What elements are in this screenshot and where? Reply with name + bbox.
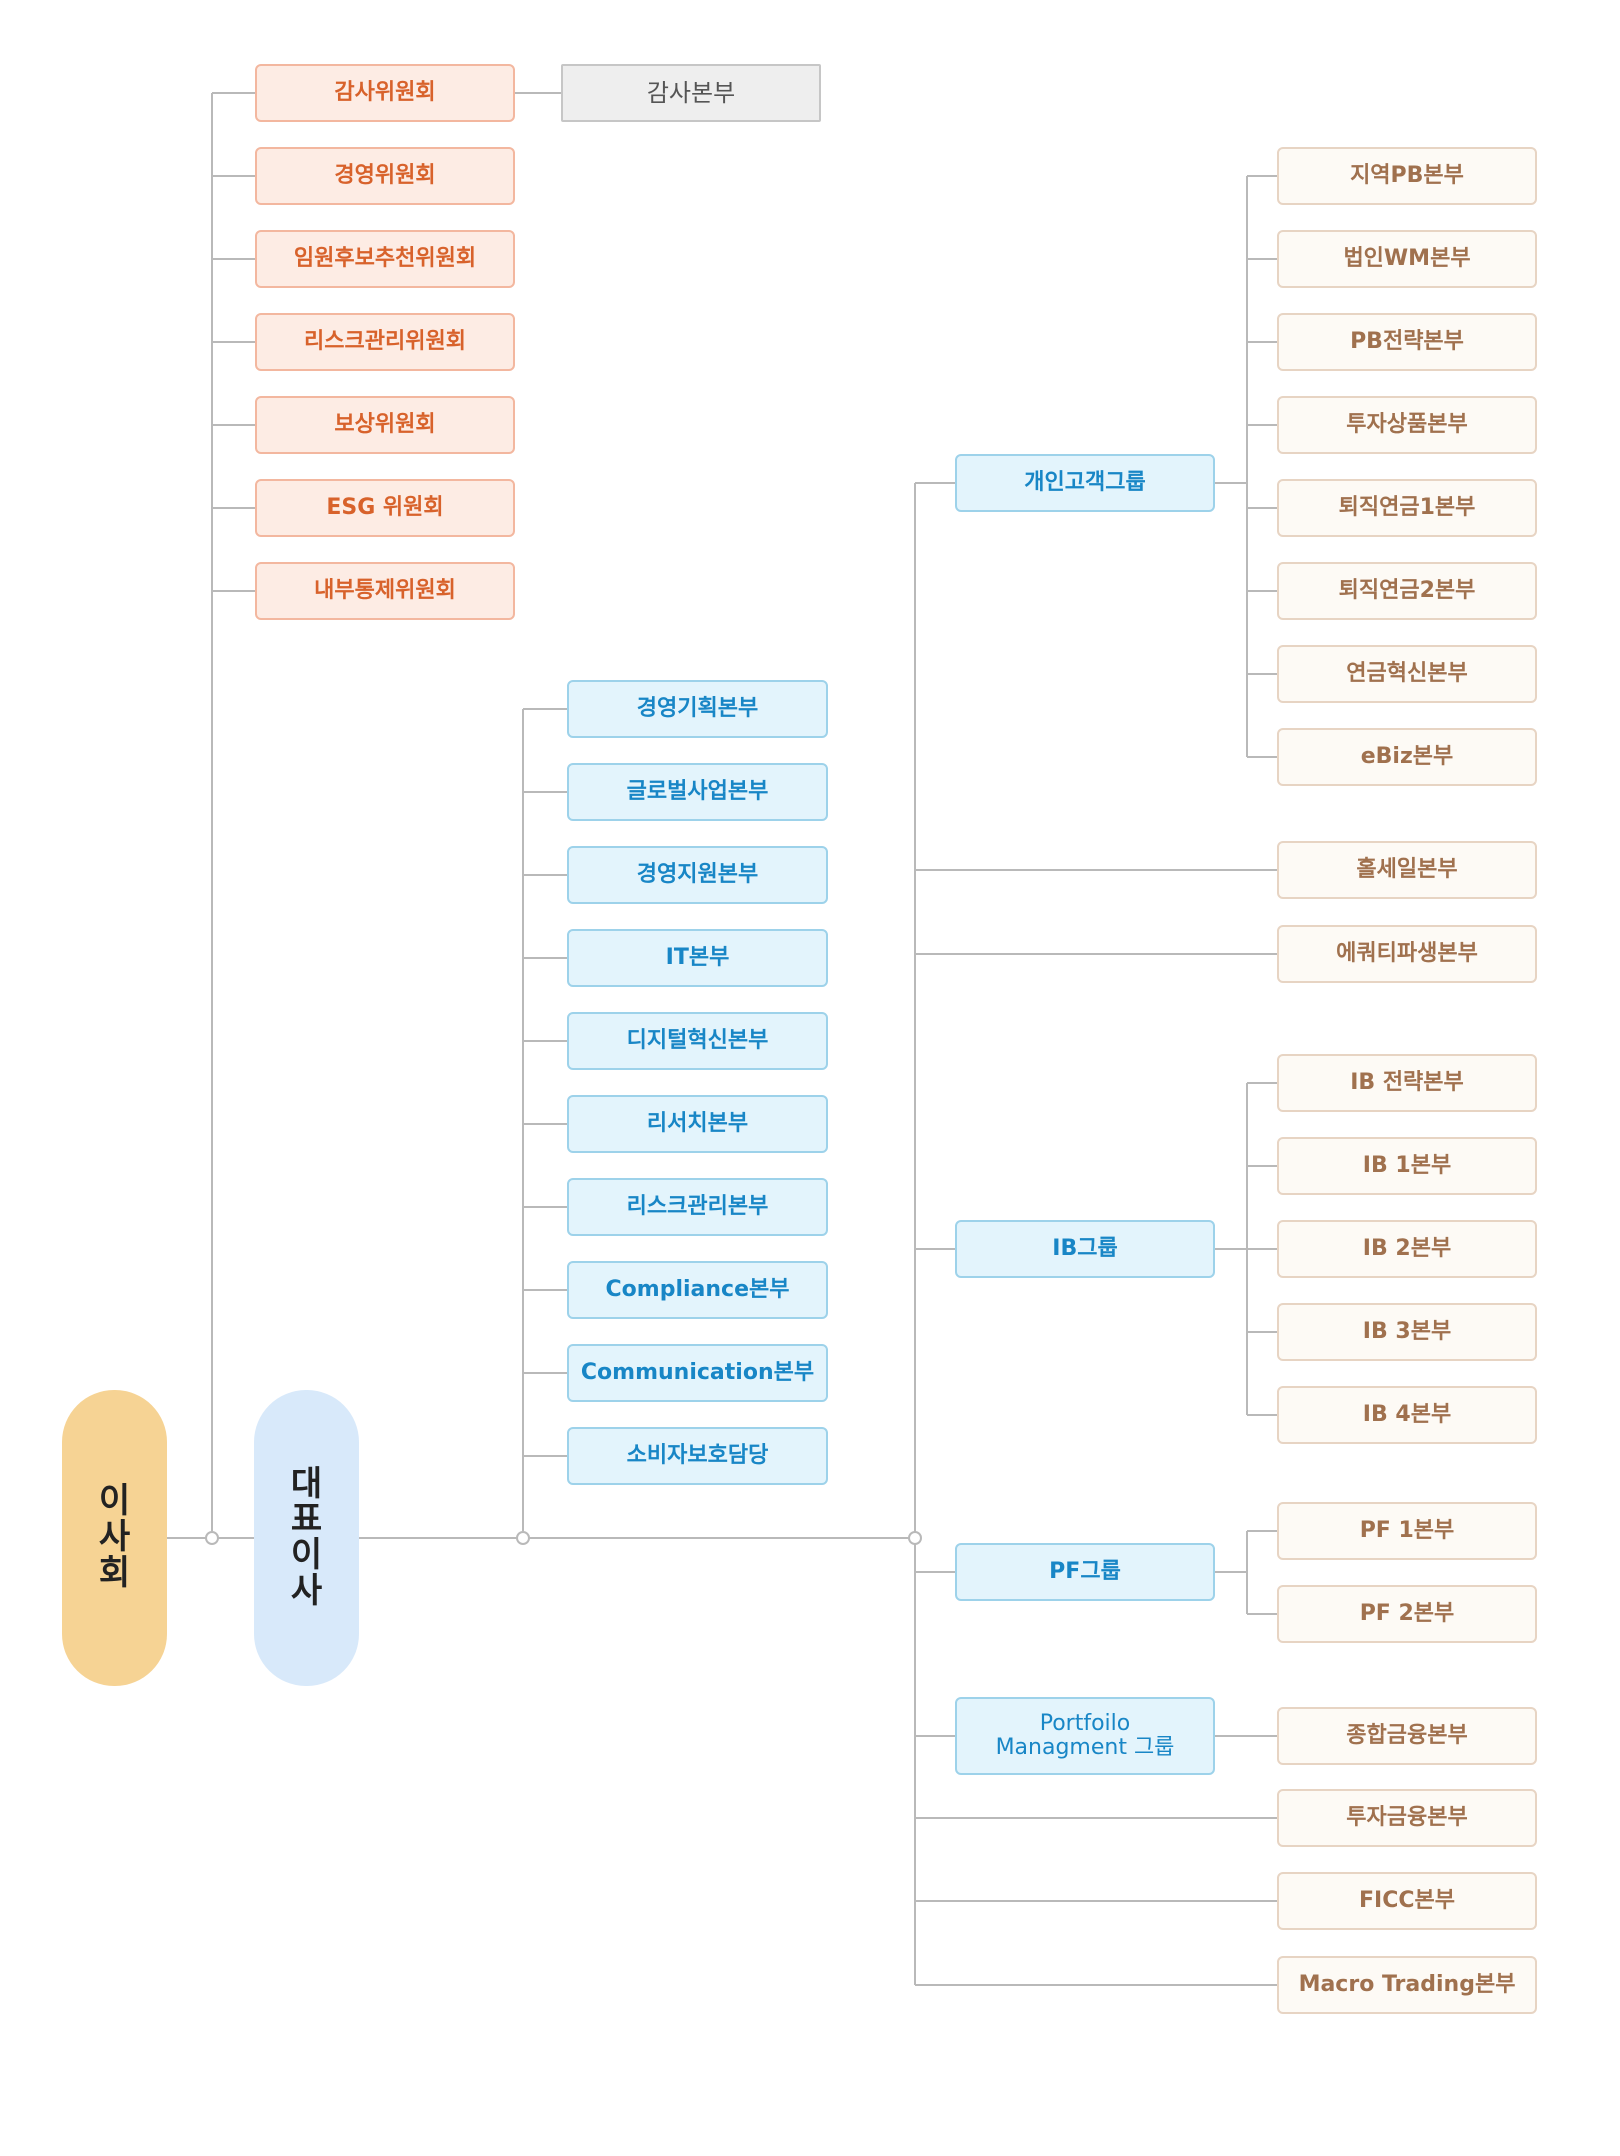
committee-internal-control[interactable]: 내부통제위원회 [255, 562, 515, 620]
unit-ib-strategy[interactable]: IB 전략본부 [1277, 1054, 1537, 1112]
unit-ib-2[interactable]: IB 2본부 [1277, 1220, 1537, 1278]
unit-retirement-pension-1[interactable]: 퇴직연금1본부 [1277, 479, 1537, 537]
hq-it[interactable]: IT본부 [567, 929, 828, 987]
group-pf[interactable]: PF그룹 [955, 1543, 1215, 1601]
committee-esg[interactable]: ESG 위원회 [255, 479, 515, 537]
unit-macro-trading[interactable]: Macro Trading본부 [1277, 1956, 1537, 2014]
hq-business-support[interactable]: 경영지원본부 [567, 846, 828, 904]
unit-pf-1[interactable]: PF 1본부 [1277, 1502, 1537, 1560]
group-junction-node [908, 1531, 922, 1545]
committee-management[interactable]: 경영위원회 [255, 147, 515, 205]
committee-risk[interactable]: 리스크관리위원회 [255, 313, 515, 371]
hq-global-business[interactable]: 글로벌사업본부 [567, 763, 828, 821]
hq-business-planning[interactable]: 경영기획본부 [567, 680, 828, 738]
unit-ib-4[interactable]: IB 4본부 [1277, 1386, 1537, 1444]
unit-regional-pb[interactable]: 지역PB본부 [1277, 147, 1537, 205]
unit-pf-2[interactable]: PF 2본부 [1277, 1585, 1537, 1643]
unit-investment-finance[interactable]: 투자금융본부 [1277, 1789, 1537, 1847]
hq-communication[interactable]: Communication본부 [567, 1344, 828, 1402]
board-label: 이사회 [98, 1481, 131, 1593]
audit-headquarters[interactable]: 감사본부 [561, 64, 821, 122]
group-ib[interactable]: IB그룹 [955, 1220, 1215, 1278]
unit-ficc[interactable]: FICC본부 [1277, 1872, 1537, 1930]
group-portfolio-management[interactable]: Portfoilo Managment 그룹 [955, 1697, 1215, 1775]
unit-investment-products[interactable]: 투자상품본부 [1277, 396, 1537, 454]
board-junction-node [205, 1531, 219, 1545]
board-of-directors[interactable]: 이사회 [62, 1390, 167, 1686]
unit-ib-1[interactable]: IB 1본부 [1277, 1137, 1537, 1195]
hq-digital-innovation[interactable]: 디지털혁신본부 [567, 1012, 828, 1070]
unit-ebiz[interactable]: eBiz본부 [1277, 728, 1537, 786]
committee-nomination[interactable]: 임원후보추천위원회 [255, 230, 515, 288]
ceo-label: 대표이사 [290, 1463, 323, 1611]
hq-risk-management[interactable]: 리스크관리본부 [567, 1178, 828, 1236]
unit-pb-strategy[interactable]: PB전략본부 [1277, 313, 1537, 371]
committee-compensation[interactable]: 보상위원회 [255, 396, 515, 454]
ceo[interactable]: 대표이사 [254, 1390, 359, 1686]
ceo-junction-node [516, 1531, 530, 1545]
hq-consumer-protection[interactable]: 소비자보호담당 [567, 1427, 828, 1485]
unit-corporate-wm[interactable]: 법인WM본부 [1277, 230, 1537, 288]
hq-research[interactable]: 리서치본부 [567, 1095, 828, 1153]
unit-retirement-pension-2[interactable]: 퇴직연금2본부 [1277, 562, 1537, 620]
unit-equity-derivatives[interactable]: 에쿼티파생본부 [1277, 925, 1537, 983]
unit-pension-innovation[interactable]: 연금혁신본부 [1277, 645, 1537, 703]
group-personal-clients[interactable]: 개인고객그룹 [955, 454, 1215, 512]
unit-wholesale[interactable]: 홀세일본부 [1277, 841, 1537, 899]
committee-audit[interactable]: 감사위원회 [255, 64, 515, 122]
unit-comprehensive-finance[interactable]: 종합금융본부 [1277, 1707, 1537, 1765]
hq-compliance[interactable]: Compliance본부 [567, 1261, 828, 1319]
unit-ib-3[interactable]: IB 3본부 [1277, 1303, 1537, 1361]
